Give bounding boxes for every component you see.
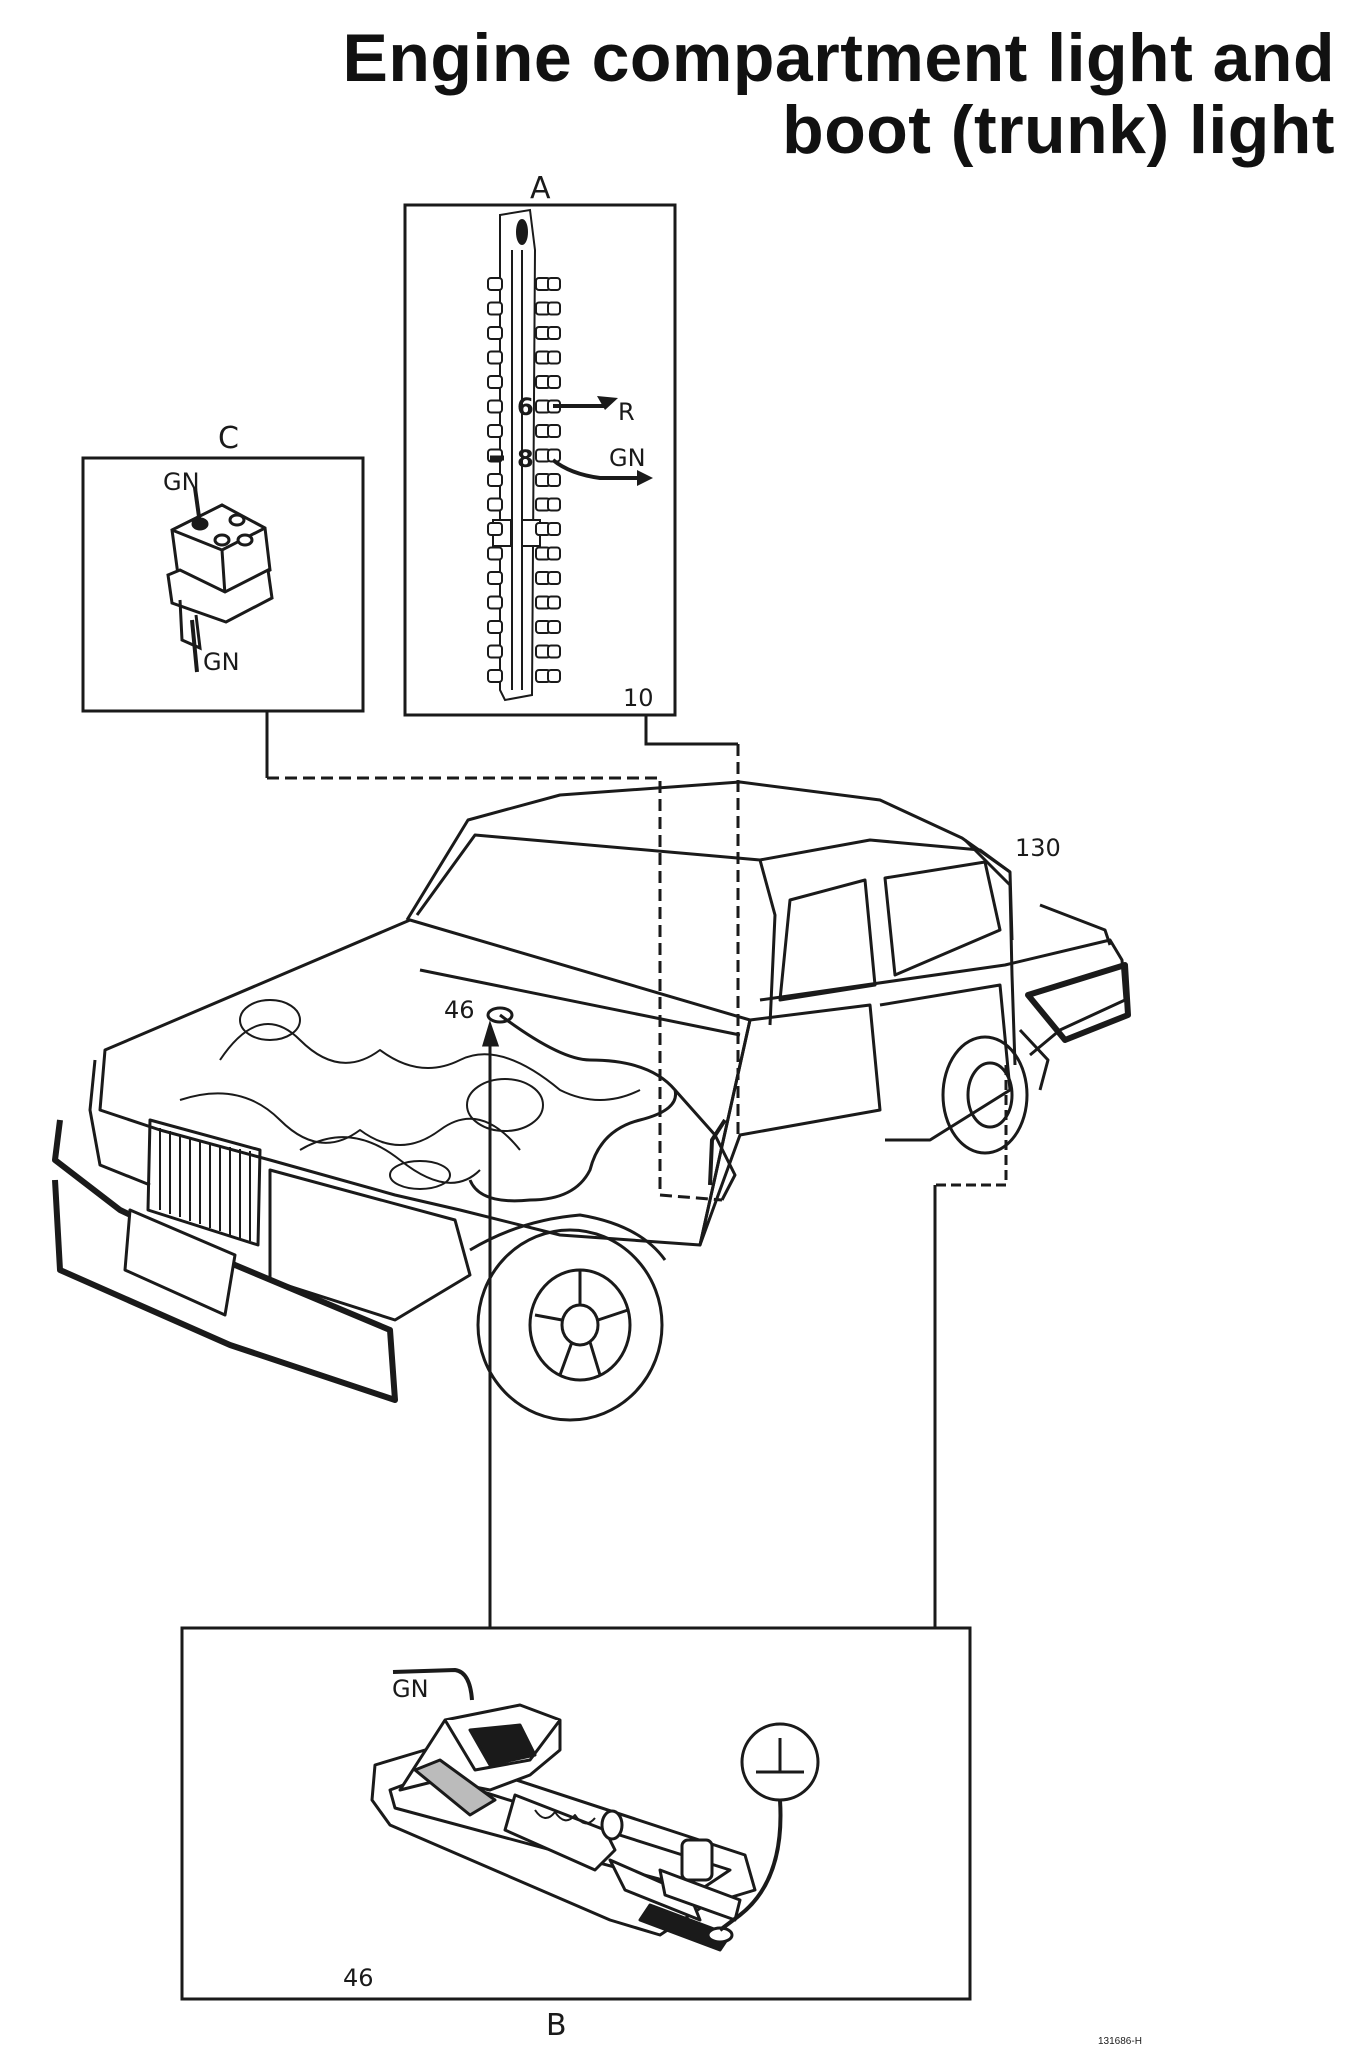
wire-gn-c-bottom-label: GN bbox=[203, 648, 240, 676]
terminal-tab bbox=[547, 473, 561, 487]
terminal-tab bbox=[487, 424, 503, 438]
terminal-tab bbox=[487, 473, 503, 487]
terminal-tab bbox=[487, 497, 503, 512]
car-label-130: 130 bbox=[1015, 834, 1061, 862]
wire-gn-b bbox=[392, 1667, 474, 1701]
panel-b-letter: B bbox=[546, 2008, 567, 2043]
terminal-tab bbox=[547, 620, 561, 634]
panel-c: C GN GN bbox=[81, 421, 365, 713]
terminal-tab bbox=[487, 546, 503, 561]
panel-a: A 6 8 R GN 10 bbox=[403, 171, 677, 717]
connector-icon bbox=[166, 503, 274, 651]
terminal-tab bbox=[547, 350, 561, 365]
terminal-block-icon bbox=[492, 208, 541, 702]
wire-gn-a-label: GN bbox=[609, 444, 646, 472]
panel-c-frame bbox=[81, 456, 365, 713]
wire-gn-b-label: GN bbox=[392, 1675, 429, 1703]
terminal-tab bbox=[487, 644, 503, 659]
wire-r bbox=[553, 396, 618, 410]
wire-gn-c-top-label: GN bbox=[163, 468, 200, 496]
terminal-tab bbox=[487, 375, 503, 389]
panel-a-frame bbox=[403, 203, 677, 717]
terminal-tab bbox=[487, 277, 503, 291]
terminal-tab bbox=[487, 399, 503, 414]
car-illustration bbox=[52, 780, 1131, 1422]
terminal-tab bbox=[547, 301, 561, 316]
panel-c-letter: C bbox=[218, 421, 239, 456]
figure-code: 131686-H bbox=[1098, 2036, 1142, 2047]
panel-b-frame bbox=[180, 1626, 972, 2001]
terminal-tab bbox=[547, 277, 561, 291]
terminal-tab bbox=[547, 424, 561, 438]
wire-r-label: R bbox=[618, 398, 635, 426]
terminal-tab bbox=[547, 326, 561, 340]
pin-6-label: 6 bbox=[517, 393, 534, 421]
panel-b: B 46 GN bbox=[180, 1626, 972, 2043]
terminal-tab bbox=[547, 595, 561, 610]
terminal-tab bbox=[487, 595, 503, 610]
terminal-rows bbox=[487, 277, 561, 683]
wire-gn-a bbox=[490, 455, 653, 486]
terminal-tab bbox=[547, 522, 561, 536]
terminal-tab bbox=[547, 669, 561, 683]
terminal-tab bbox=[487, 620, 503, 634]
panel-a-letter: A bbox=[530, 171, 551, 206]
terminal-tab bbox=[487, 350, 503, 365]
page-title: Engine compartment light and boot (trunk… bbox=[343, 22, 1336, 166]
terminal-tab bbox=[487, 522, 503, 536]
panel-a-number: 10 bbox=[623, 684, 654, 712]
terminal-tab bbox=[487, 571, 503, 585]
terminal-tab bbox=[547, 375, 561, 389]
terminal-tab bbox=[487, 301, 503, 316]
terminal-tab bbox=[487, 326, 503, 340]
title-line-2: boot (trunk) light bbox=[782, 92, 1335, 168]
pin-8-label: 8 bbox=[517, 445, 534, 473]
wire-gn-c-top bbox=[193, 487, 202, 525]
car-label-46: 46 bbox=[444, 996, 475, 1024]
terminal-tab bbox=[547, 497, 561, 512]
ground-icon bbox=[718, 1722, 820, 1932]
title-line-1: Engine compartment light and bbox=[342, 20, 1335, 96]
terminal-tab bbox=[547, 644, 561, 659]
terminal-tab bbox=[547, 571, 561, 585]
wire-gn-c-bottom bbox=[190, 619, 199, 673]
panel-b-number: 46 bbox=[343, 1964, 374, 1992]
terminal-tab bbox=[547, 546, 561, 561]
terminal-tab bbox=[487, 669, 503, 683]
boot-lamp-icon bbox=[370, 1703, 757, 1952]
